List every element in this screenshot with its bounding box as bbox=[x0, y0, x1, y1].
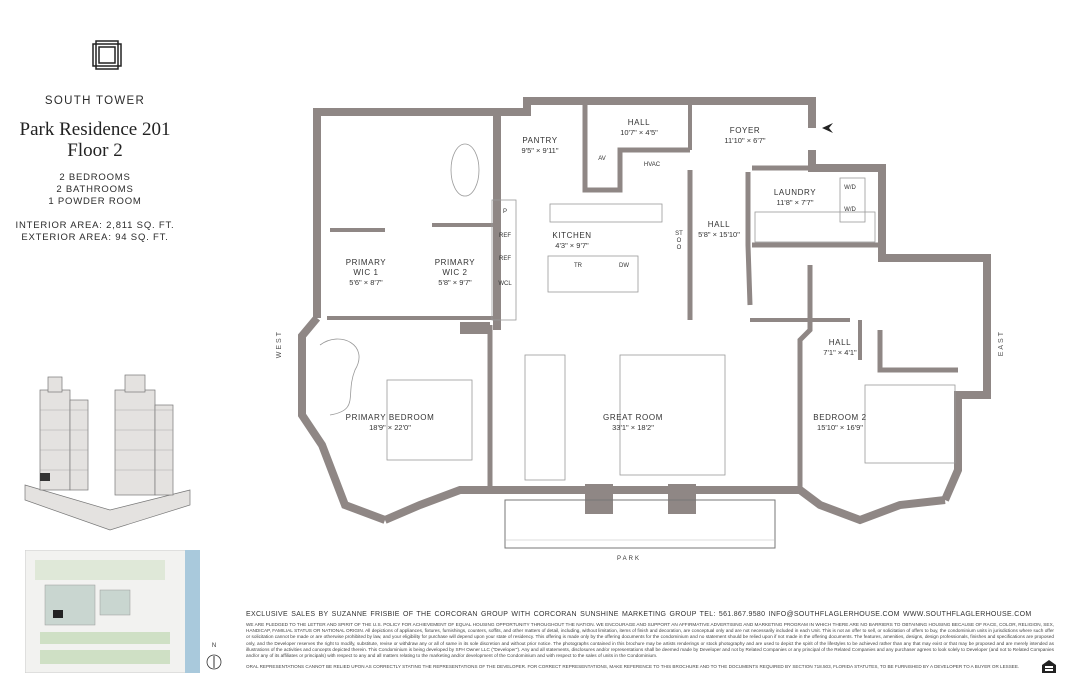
fixture-storage: ST O O bbox=[675, 231, 683, 251]
room-name: LAUNDRY bbox=[773, 188, 817, 197]
wall bbox=[313, 108, 501, 330]
exterior-area: EXTERIOR AREA: 94 SQ. FT. bbox=[21, 232, 169, 243]
sales-contact: EXCLUSIVE SALES BY SUZANNE FRISBIE OF TH… bbox=[246, 611, 1032, 618]
building-rendering bbox=[24, 374, 191, 531]
room-name: PRIMARY WIC 1 bbox=[345, 258, 387, 277]
room-dimensions: 11'8" × 7'7" bbox=[776, 198, 814, 207]
area-specs: INTERIOR AREA: 2,811 SQ. FT. EXTERIOR AR… bbox=[0, 220, 190, 244]
site-map bbox=[25, 550, 200, 673]
fixture-pantry-cabinet: P bbox=[502, 209, 508, 215]
residence-name: Park Residence 201 bbox=[19, 119, 171, 140]
north-arrow-icon bbox=[206, 654, 222, 670]
fixture-dishwasher: DW bbox=[619, 263, 629, 269]
room-dimensions: 11'10" × 6'7" bbox=[724, 136, 766, 145]
park-label: PARK bbox=[617, 556, 641, 562]
fixture-hvac: HVAC bbox=[643, 162, 661, 168]
room-name: BEDROOM 2 bbox=[813, 413, 867, 422]
fixture-refrigerator: REF bbox=[499, 233, 511, 239]
room-dimensions: 10'7" × 4'5" bbox=[620, 128, 658, 137]
residence-title: Park Residence 201 Floor 2 bbox=[0, 119, 190, 161]
room-dimensions: 7'1" × 4'1" bbox=[823, 348, 857, 357]
bedrooms-count: 2 BEDROOMS bbox=[59, 172, 131, 183]
room-name: PRIMARY BEDROOM bbox=[345, 413, 435, 422]
room-name: GREAT ROOM bbox=[603, 413, 663, 422]
room-dimensions: 5'6" × 8'7" bbox=[349, 278, 383, 287]
fixture-washer-dryer: W/D bbox=[844, 185, 856, 191]
powder-count: 1 POWDER ROOM bbox=[48, 196, 142, 207]
oral-disclaimer: ORAL REPRESENTATIONS CANNOT BE RELIED UP… bbox=[246, 664, 1020, 669]
room-name: PRIMARY WIC 2 bbox=[434, 258, 476, 277]
fixture-washer-dryer: W/D bbox=[844, 207, 856, 213]
room-dimensions: 5'8" × 9'7" bbox=[438, 278, 472, 287]
room-name: KITCHEN bbox=[552, 231, 592, 240]
room-dimensions: 9'5" × 9'11" bbox=[521, 146, 559, 155]
interior-area: INTERIOR AREA: 2,811 SQ. FT. bbox=[15, 220, 175, 231]
logo-icon bbox=[92, 40, 122, 70]
equal-housing-icon bbox=[1042, 660, 1056, 673]
room-dimensions: 15'10" × 16'9" bbox=[817, 423, 863, 432]
fixture-refrigerator: REF bbox=[499, 256, 511, 262]
room-dimensions: 5'8" × 15'10" bbox=[698, 230, 740, 239]
west-label: WEST bbox=[276, 330, 283, 359]
entry-arrow-icon bbox=[822, 123, 833, 133]
room-name: HALL bbox=[627, 118, 651, 127]
north-label: N bbox=[211, 643, 217, 649]
room-name: HALL bbox=[828, 338, 852, 347]
fixture-wine-cooler: WCL bbox=[498, 281, 512, 287]
room-name: HALL bbox=[707, 220, 731, 229]
east-label: EAST bbox=[998, 330, 1005, 357]
fixture-av: AV bbox=[598, 156, 606, 162]
room-name: FOYER bbox=[729, 126, 761, 135]
floor-label: Floor 2 bbox=[67, 140, 123, 161]
legal-disclaimer: WE ARE PLEDGED TO THE LETTER AND SPIRIT … bbox=[246, 622, 1054, 659]
room-dimensions: 33'1" × 18'2" bbox=[612, 423, 654, 432]
room-name: PANTRY bbox=[522, 136, 558, 145]
room-dimensions: 18'9" × 22'0" bbox=[369, 423, 411, 432]
unit-specs: 2 BEDROOMS 2 BATHROOMS 1 POWDER ROOM bbox=[0, 172, 190, 208]
tower-name: SOUTH TOWER bbox=[44, 95, 146, 107]
fixture-trash: TR bbox=[574, 263, 582, 269]
bathrooms-count: 2 BATHROOMS bbox=[56, 184, 134, 195]
room-dimensions: 4'3" × 9'7" bbox=[555, 241, 589, 250]
